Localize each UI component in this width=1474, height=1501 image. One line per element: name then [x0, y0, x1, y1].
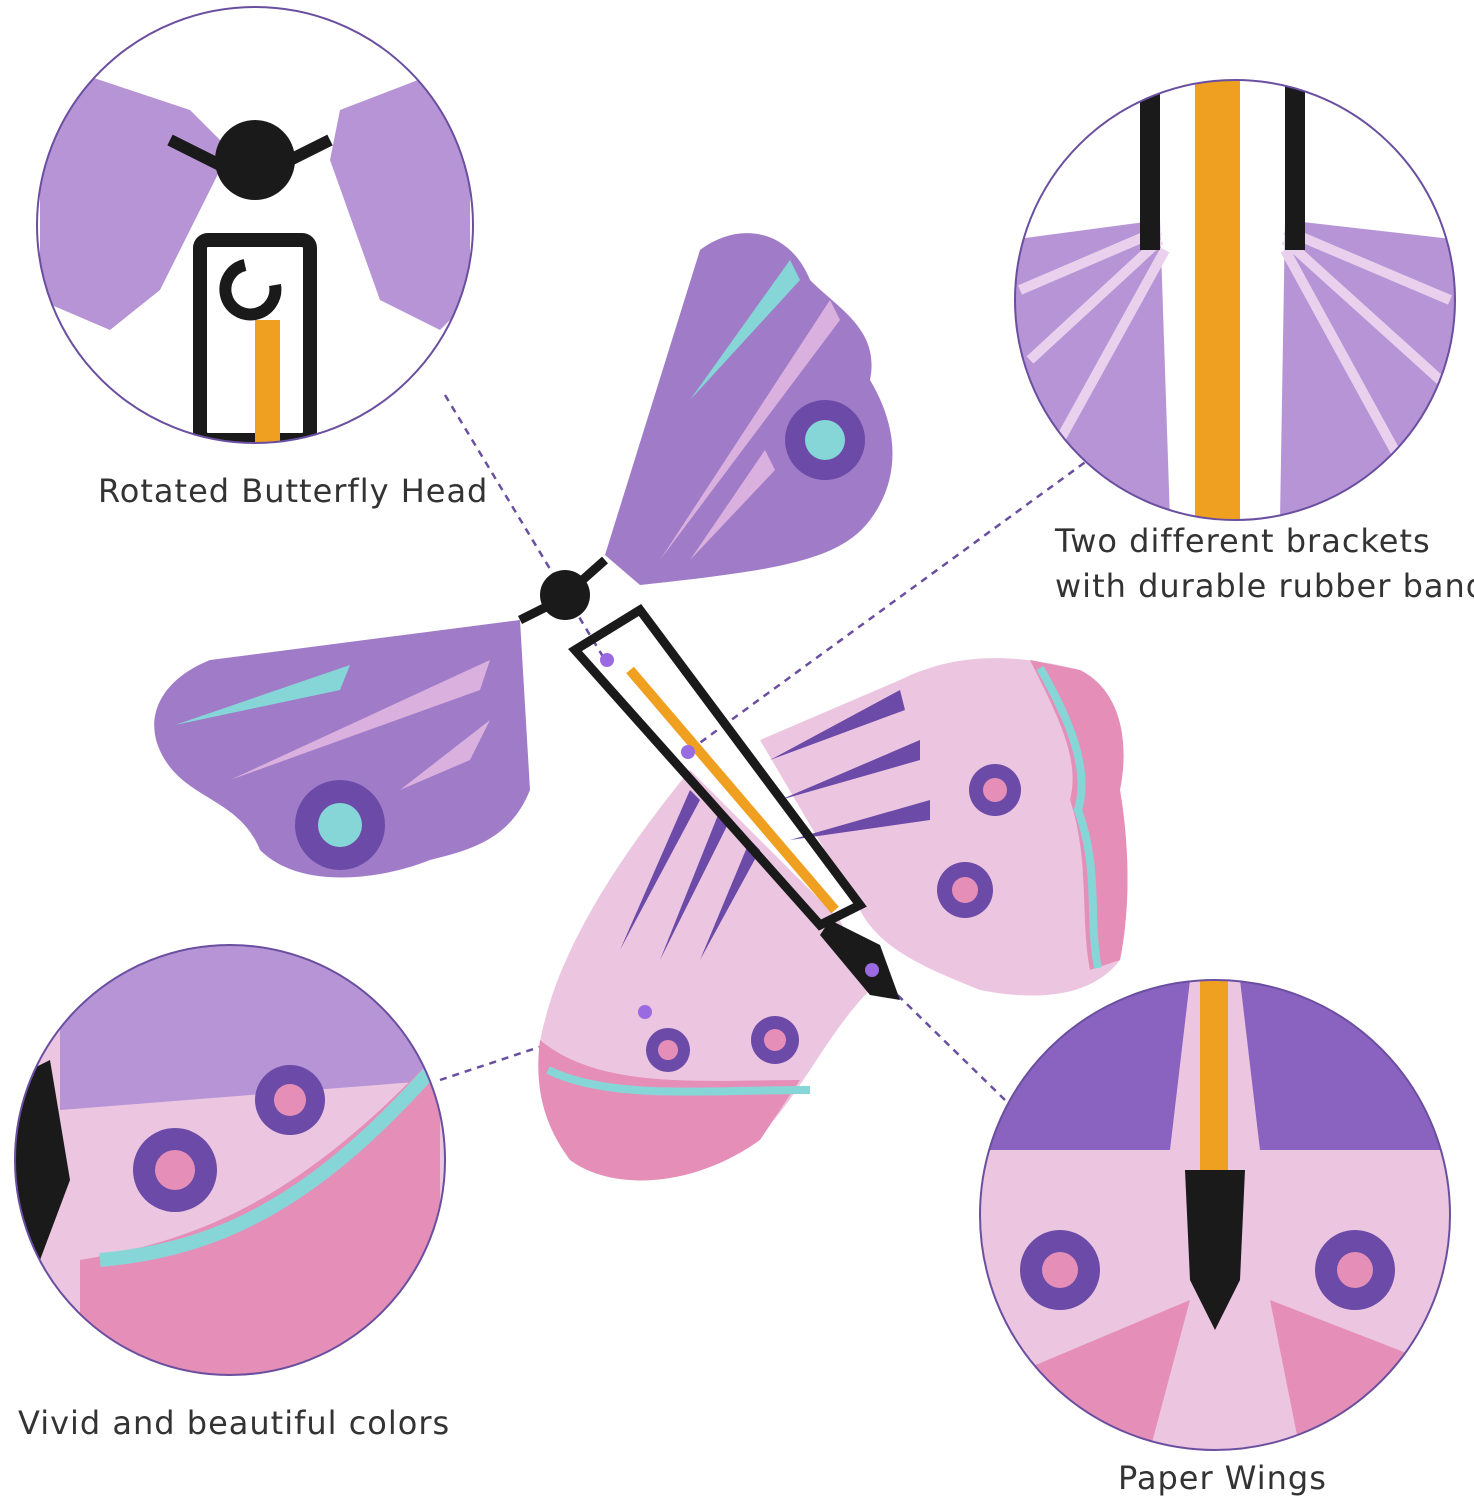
callout-colors: Vivid and beautiful colors [18, 1404, 451, 1442]
wing-upper-left [154, 620, 530, 878]
leader-line-wings [871, 969, 1006, 1101]
leader-line-brackets [689, 453, 1096, 752]
wing-lower-right [760, 658, 1128, 996]
callout-brackets-line2: with durable rubber band [1055, 567, 1474, 605]
detail-circle-head [36, 6, 474, 444]
detail-circle-colors [14, 944, 446, 1376]
callout-paper-wings: Paper Wings [1118, 1459, 1327, 1497]
butterfly-toy [154, 233, 1128, 1181]
detail-circle-brackets [1014, 79, 1456, 521]
callout-rotated-head: Rotated Butterfly Head [98, 472, 489, 510]
callout-brackets-line1: Two different brackets [1055, 522, 1431, 560]
detail-circle-wings [979, 979, 1451, 1451]
